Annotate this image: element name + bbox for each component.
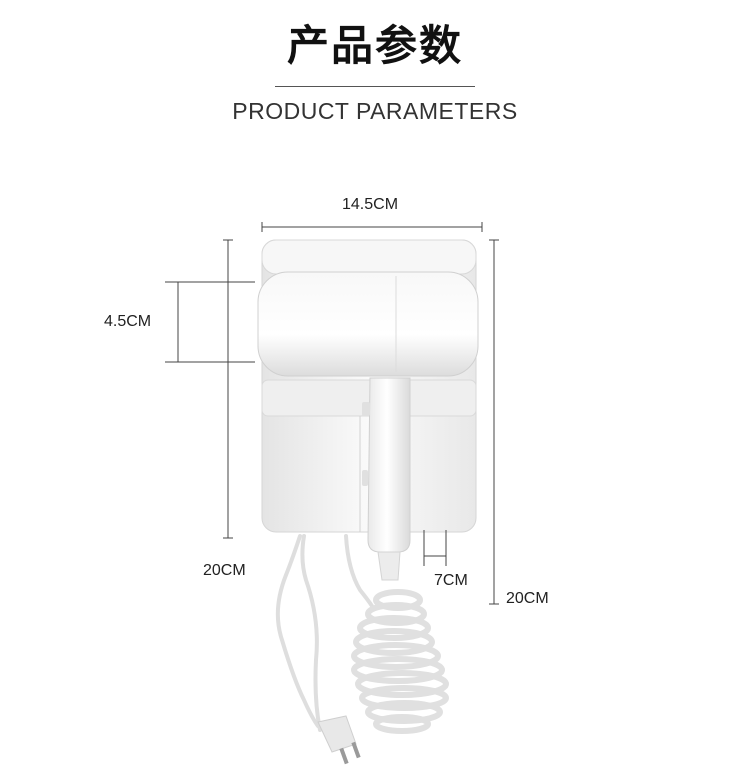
dimension-barrel-label: 4.5CM [104, 313, 152, 330]
plug-icon [317, 715, 361, 765]
title-divider [275, 86, 475, 87]
page-title-cn: 产品参数 [286, 21, 463, 70]
coiled-cord [351, 589, 449, 734]
dimension-right-height-label: 20CM [506, 590, 549, 607]
dimension-handle-label: 7CM [434, 572, 468, 589]
dimension-lines [165, 222, 499, 605]
dimension-left-height-label: 20CM [203, 562, 246, 579]
power-cord [275, 534, 374, 732]
dryer-barrel [257, 271, 479, 377]
dryer-handle [362, 377, 411, 581]
page-title-en: PRODUCT PARAMETERS [232, 98, 518, 124]
dimension-width-label: 14.5CM [342, 196, 399, 213]
